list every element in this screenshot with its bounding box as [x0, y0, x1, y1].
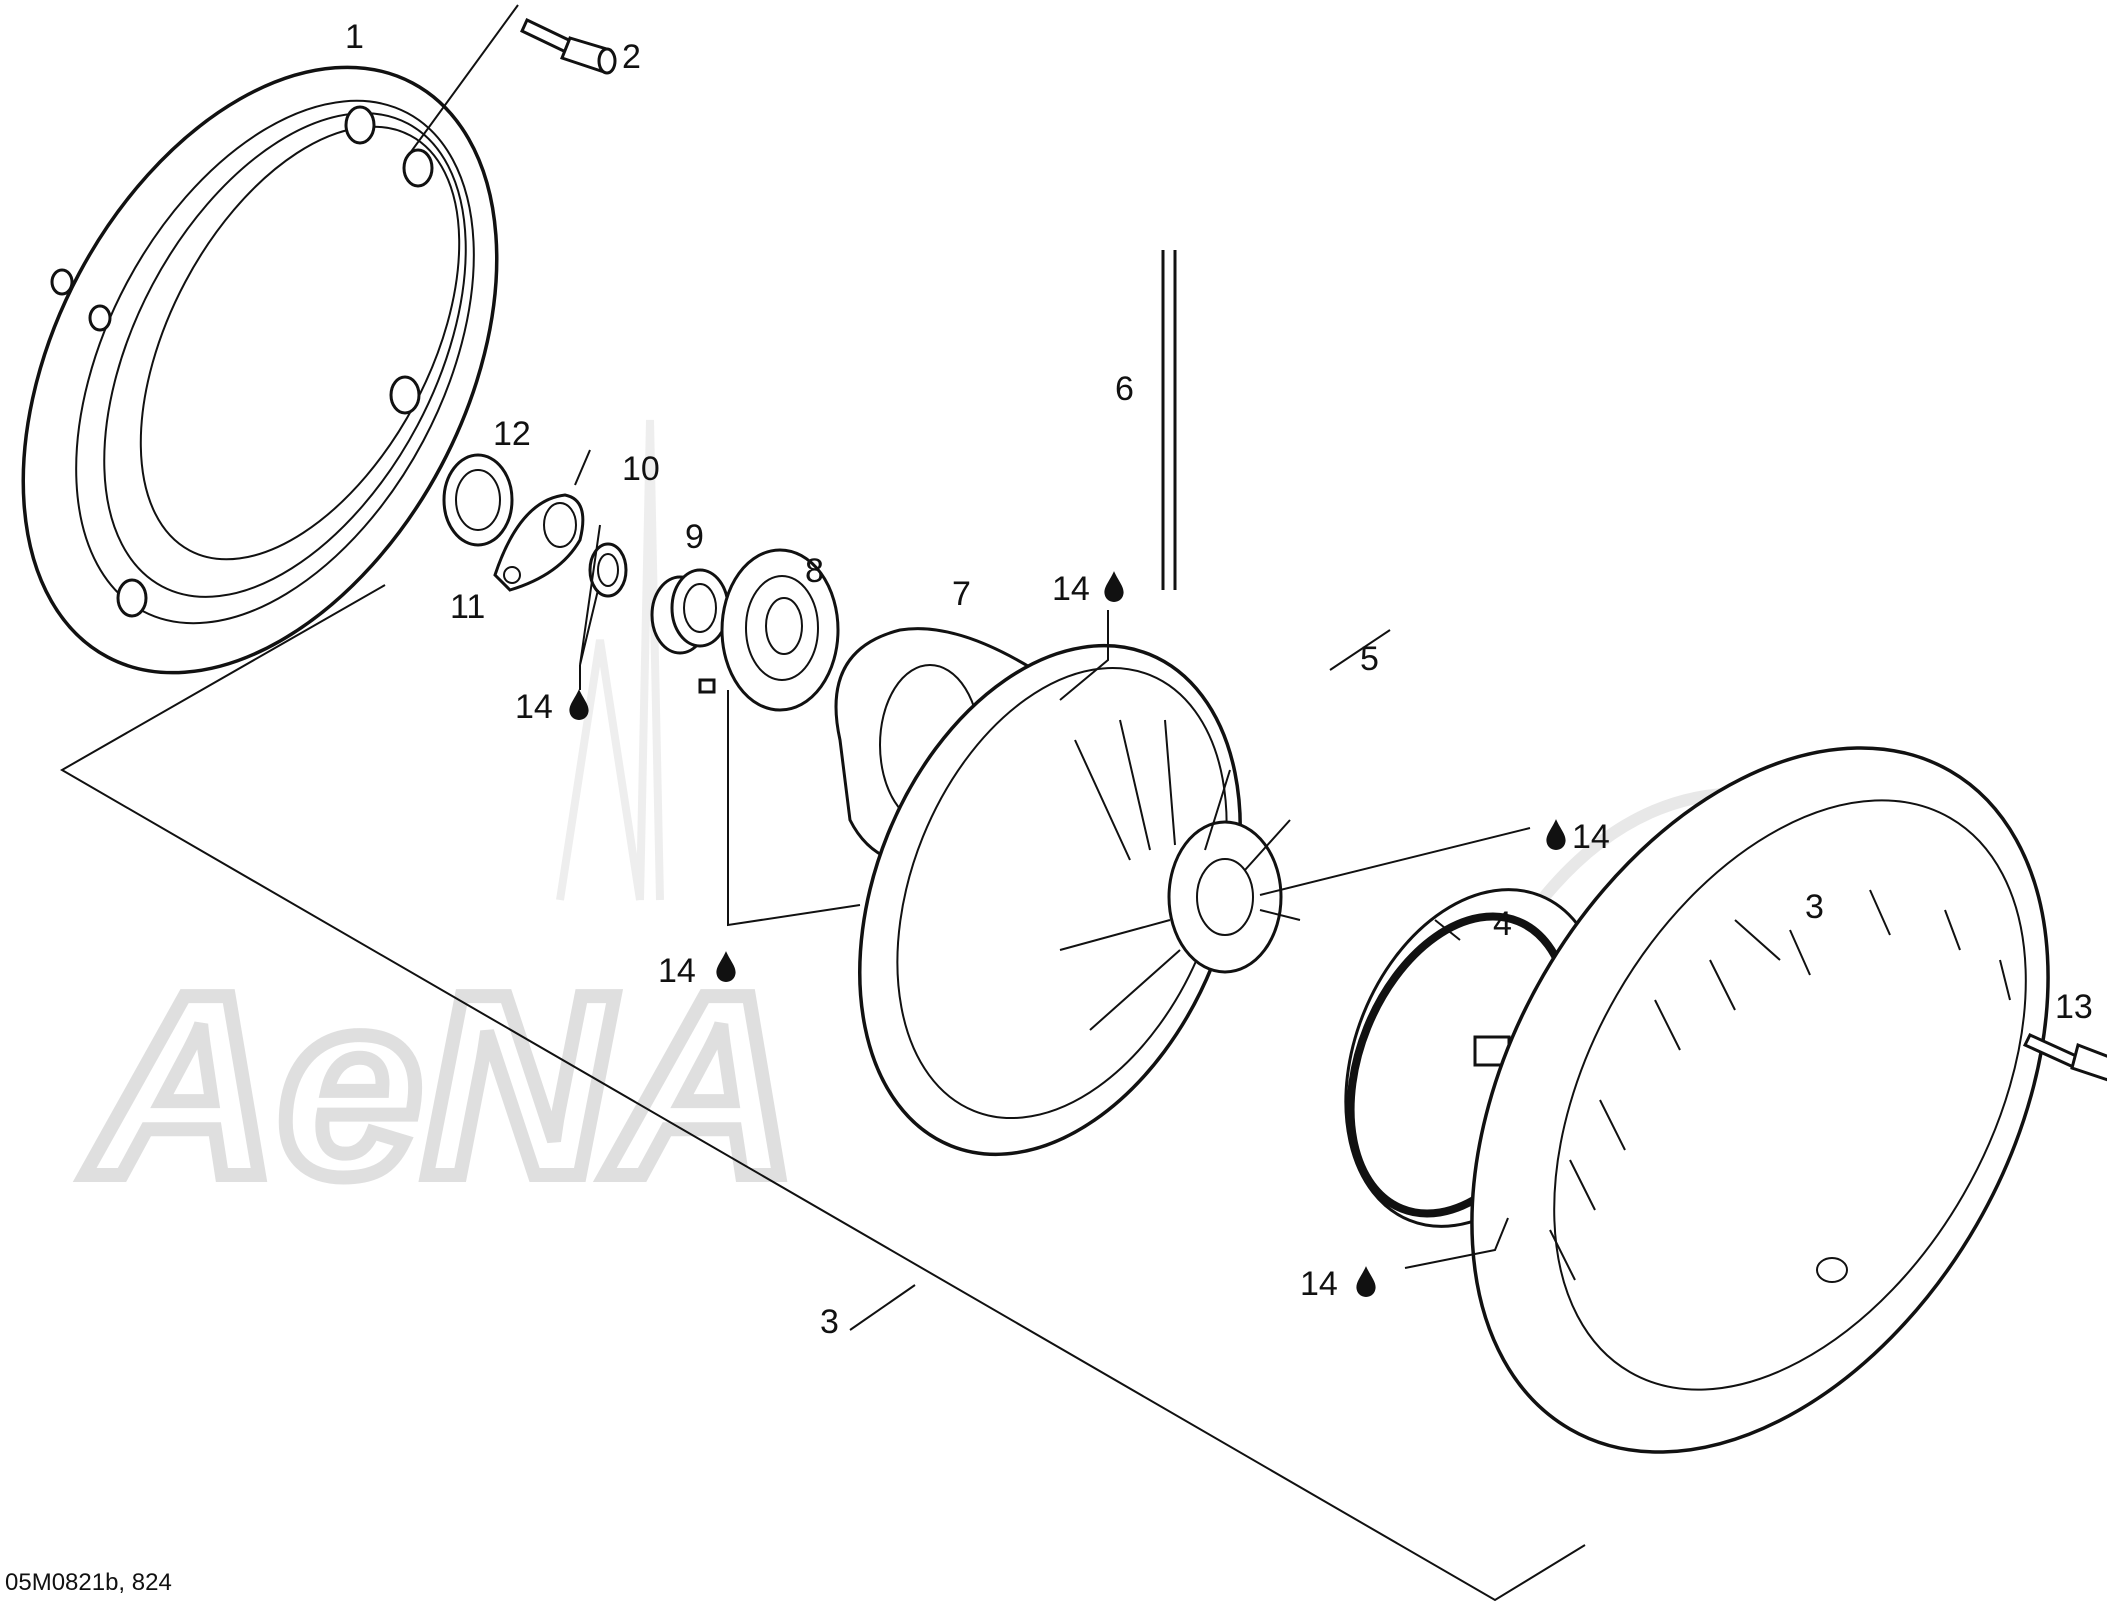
part-3-starter-cover	[1470, 746, 2050, 1454]
callout-13: 13	[2055, 988, 2093, 1026]
callout-10: 10	[622, 450, 660, 488]
part-13-screw	[2022, 1033, 2107, 1082]
callout-3-cover: 3	[1805, 888, 1824, 926]
part-8-spring-cover	[698, 548, 840, 712]
part-2-bolt	[404, 4, 617, 161]
part-5-rope-pulley	[858, 643, 1301, 1157]
callout-14-e: 14	[1300, 1265, 1338, 1303]
watermark-text: AeNA	[82, 941, 798, 1231]
drawing-code: 05M0821b, 824	[5, 1569, 172, 1596]
oil-drop-icon	[1356, 1266, 1376, 1297]
part-11-pawl-plate	[493, 493, 585, 592]
callout-14-b: 14	[658, 952, 696, 990]
callout-2: 2	[622, 38, 641, 76]
callout-5: 5	[1360, 640, 1379, 678]
callout-14-d: 14	[1572, 818, 1610, 856]
part-12-nut	[442, 453, 514, 547]
callout-14-c: 14	[1052, 570, 1090, 608]
part-10-washer	[588, 542, 628, 598]
assembly-bracket	[59, 584, 1586, 1602]
oil-drop-icon	[569, 689, 589, 720]
oil-drop-icon	[1546, 819, 1566, 850]
part-9-bushing	[650, 568, 730, 655]
oil-drop-icon	[1104, 571, 1124, 602]
part-6-rope	[1161, 250, 1177, 590]
callout-4: 4	[1493, 905, 1512, 943]
callout-labels: 1 2 3 3 4 5 6 7 8 9 10 11 12 13 14 14 14…	[345, 18, 2093, 1341]
leader-lines	[574, 449, 1781, 1331]
part-1-housing-ring	[21, 65, 499, 675]
callout-7: 7	[952, 575, 971, 613]
callout-12: 12	[493, 415, 531, 453]
callout-1: 1	[345, 18, 364, 56]
callout-8: 8	[805, 552, 824, 590]
callout-14-a: 14	[515, 688, 553, 726]
callout-9: 9	[685, 518, 704, 556]
callout-6: 6	[1115, 370, 1134, 408]
callout-3-assembly: 3	[820, 1303, 839, 1341]
callout-11: 11	[450, 588, 485, 626]
